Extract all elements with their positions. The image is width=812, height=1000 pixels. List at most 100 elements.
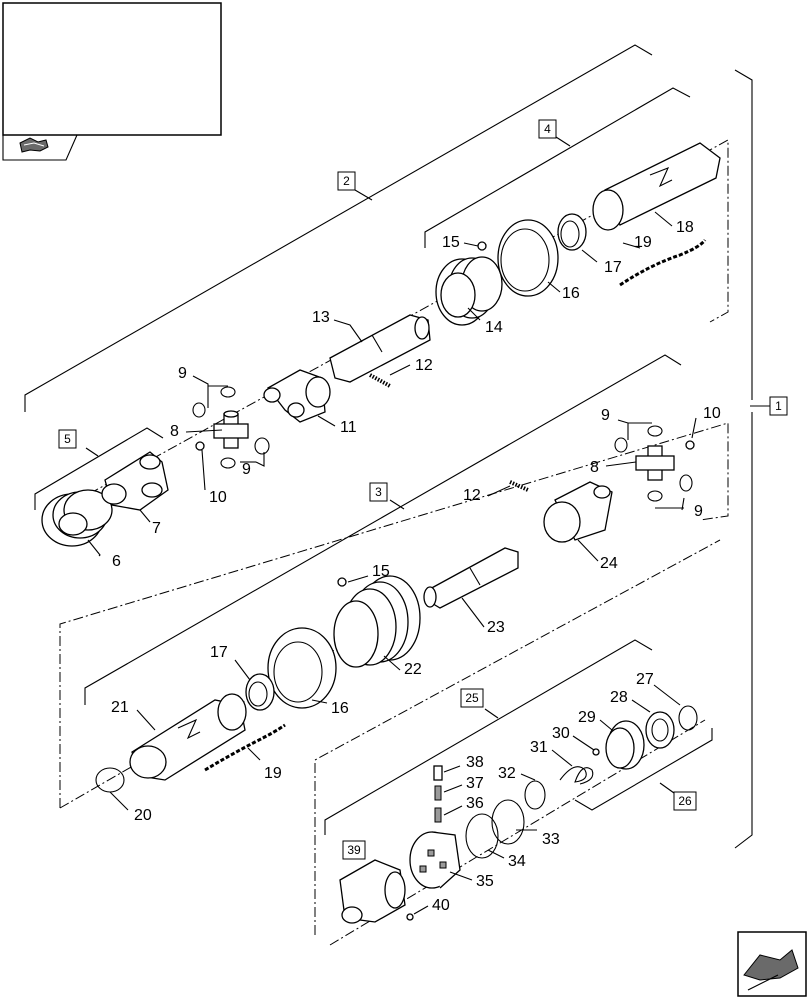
label-10a: 10: [209, 489, 227, 506]
svg-text:5: 5: [64, 432, 71, 446]
label-10b: 10: [703, 405, 721, 422]
boxed-callout-2[interactable]: 2: [337, 171, 356, 191]
label-31: 31: [530, 739, 548, 756]
group-bracket-2: [24, 44, 653, 412]
part-39-yoke: [339, 859, 406, 924]
centre-lines: [41, 139, 729, 946]
callout-labels: 6 7 8 9 9 10 11 12 13 14 15 16 17 18 19 …: [111, 219, 721, 914]
label-27: 27: [636, 671, 654, 688]
boxed-callout-26[interactable]: 26: [673, 791, 697, 811]
part-28-washer: [645, 711, 675, 749]
part-12-roll-pin-lower: [509, 480, 529, 492]
label-19b: 19: [264, 765, 282, 782]
part-10-grease-nipple: [195, 441, 205, 451]
part-13-profile-tube: [329, 314, 431, 383]
part-6-shield-cone: [41, 489, 113, 547]
part-15-screw-lower: [337, 577, 347, 587]
part-8-cross-lower: [635, 445, 675, 481]
boxed-callout-4[interactable]: 4: [538, 119, 557, 139]
part-30-ball: [592, 748, 600, 756]
group-bracket-3: [84, 354, 682, 705]
boxed-callout-1[interactable]: 1: [769, 396, 788, 416]
next-page-arrow-icon[interactable]: [737, 931, 807, 997]
label-6: 6: [112, 553, 121, 570]
label-9b: 9: [242, 461, 251, 478]
label-29: 29: [578, 709, 596, 726]
part-16-shield-cone-upper: [497, 219, 559, 297]
label-16b: 16: [331, 700, 349, 717]
label-33: 33: [542, 831, 560, 848]
svg-text:2: 2: [343, 174, 350, 188]
label-18: 18: [676, 219, 694, 236]
assembly-bracket-1: [734, 69, 770, 849]
part-17-bearing-ring-upper: [557, 213, 587, 251]
label-12a: 12: [415, 357, 433, 374]
boxed-callout-39[interactable]: 39: [342, 840, 366, 860]
label-15a: 15: [442, 234, 460, 251]
label-11: 11: [340, 419, 357, 436]
label-28: 28: [610, 689, 628, 706]
svg-text:39: 39: [347, 843, 361, 857]
part-17-bearing-ring-lower: [245, 673, 275, 711]
svg-text:4: 4: [544, 122, 551, 136]
part-36-spring-pin: [434, 807, 442, 823]
label-40: 40: [432, 897, 450, 914]
label-35: 35: [476, 873, 494, 890]
label-36: 36: [466, 795, 484, 812]
boxed-callout-3[interactable]: 3: [369, 482, 388, 502]
svg-text:1: 1: [775, 399, 782, 413]
part-32-circlip: [524, 780, 546, 810]
label-8a: 8: [170, 423, 179, 440]
part-19-chain-lower: [204, 723, 286, 772]
group-bracket-5: [34, 427, 164, 510]
label-17b: 17: [210, 644, 228, 661]
label-38: 38: [466, 754, 484, 771]
boxed-callout-5[interactable]: 5: [58, 429, 77, 449]
group-bracket-26: [574, 728, 713, 811]
part-18-shield-tube: [592, 142, 721, 231]
boxed-callout-25[interactable]: 25: [460, 688, 484, 708]
label-20: 20: [134, 807, 152, 824]
group-bracket-25: [324, 639, 653, 835]
part-9-snap-rings-upper: [192, 386, 270, 469]
part-35-clutch-hub: [409, 831, 461, 889]
part-37-spring: [434, 785, 442, 801]
part-29-ring: [605, 720, 645, 770]
part-27-snap-ring: [678, 705, 698, 731]
part-23-profile-tube: [423, 547, 519, 609]
label-7: 7: [152, 520, 161, 537]
label-37: 37: [466, 775, 484, 792]
part-34-friction-disc: [465, 813, 499, 859]
part-11-yoke: [263, 369, 331, 423]
thumbnail-frame: [2, 2, 222, 161]
label-23: 23: [487, 619, 505, 636]
label-17a: 17: [604, 259, 622, 276]
label-34: 34: [508, 853, 526, 870]
label-22: 22: [404, 661, 422, 678]
group-bracket-4: [424, 87, 691, 248]
svg-text:3: 3: [375, 485, 382, 499]
label-9c: 9: [601, 407, 610, 424]
part-14-bearing-cone: [435, 256, 503, 326]
leader-lines: [87, 211, 770, 915]
svg-text:26: 26: [678, 794, 692, 808]
part-21-shield-tube: [129, 693, 247, 781]
part-16-shield-cone-lower: [267, 627, 337, 709]
label-15b: 15: [372, 563, 390, 580]
part-7-yoke: [101, 451, 169, 511]
label-16a: 16: [562, 285, 580, 302]
part-40-grease-nipple: [406, 913, 414, 921]
part-22-bearing-cone: [333, 575, 421, 668]
part-38-pin: [433, 765, 443, 781]
label-9a: 9: [178, 365, 187, 382]
part-10-grease-nipple-lower: [685, 440, 695, 450]
label-19a: 19: [634, 234, 652, 251]
label-12b: 12: [463, 487, 481, 504]
label-24: 24: [600, 555, 618, 572]
label-8b: 8: [590, 459, 599, 476]
part-15-screw-upper: [477, 241, 487, 251]
label-32: 32: [498, 765, 516, 782]
label-13: 13: [312, 309, 330, 326]
book-hand-icon[interactable]: [19, 137, 49, 153]
part-31-spring: [559, 766, 594, 785]
